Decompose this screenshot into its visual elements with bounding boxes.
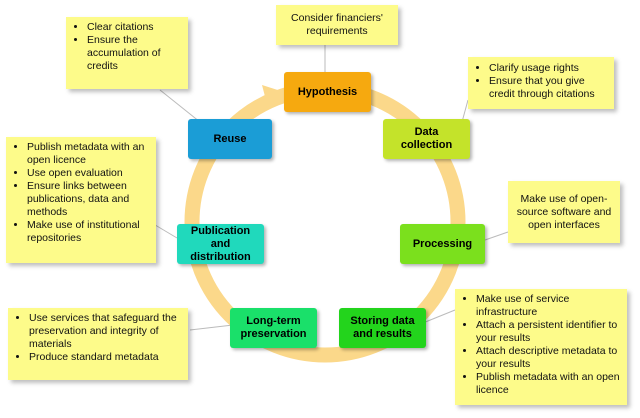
note-storing-item: Publish metadata with an open licence xyxy=(476,371,621,397)
stage-processing: Processing xyxy=(400,224,485,264)
leader-line-data-collection xyxy=(461,99,469,123)
note-processing: Make use of open-source software and ope… xyxy=(508,181,620,243)
stage-long-term-preservation: Long-term preservation xyxy=(230,308,317,348)
stage-publication-distribution-label: Publication and distribution xyxy=(190,224,251,263)
stage-reuse: Reuse xyxy=(188,119,272,159)
note-publication-item: Make use of institutional repositories xyxy=(27,219,150,245)
note-long-term: Use services that safeguard the preserva… xyxy=(8,308,188,380)
note-long-term-item: Produce standard metadata xyxy=(29,351,182,364)
note-hypothesis-text: Consider financiers' requirements xyxy=(291,12,383,37)
note-long-term-item: Use services that safeguard the preserva… xyxy=(29,312,182,351)
note-reuse-item: Ensure the accumulation of credits xyxy=(87,34,182,73)
stage-storing-data: Storing data and results xyxy=(339,308,426,348)
stage-publication-distribution: Publication and distribution xyxy=(177,224,264,264)
stage-data-collection-label: Data collection xyxy=(400,126,453,151)
stage-data-collection: Data collection xyxy=(383,119,470,159)
leader-line-long-term xyxy=(189,324,234,331)
note-storing-item: Attach a persistent identifier to your r… xyxy=(476,319,621,345)
note-data-collection-item: Ensure that you give credit through cita… xyxy=(489,75,608,101)
note-storing-item: Attach descriptive metadata to your resu… xyxy=(476,345,621,371)
note-data-collection-item: Clarify usage rights xyxy=(489,62,608,75)
note-storing-item: Make use of service infrastructure xyxy=(476,293,621,319)
note-reuse: Clear citations Ensure the accumulation … xyxy=(66,17,188,89)
stage-reuse-label: Reuse xyxy=(213,132,247,145)
stage-storing-data-label: Storing data and results xyxy=(350,315,415,340)
note-publication-item: Publish metadata with an open licence xyxy=(27,141,150,167)
note-hypothesis: Consider financiers' requirements xyxy=(276,5,398,45)
note-storing: Make use of service infrastructure Attac… xyxy=(455,289,627,405)
note-publication-item: Ensure links between publications, data … xyxy=(27,180,150,219)
stage-hypothesis: Hypothesis xyxy=(284,72,371,112)
note-processing-text: Make use of open-source software and ope… xyxy=(516,192,612,231)
stage-processing-label: Processing xyxy=(412,237,473,250)
note-publication-item: Use open evaluation xyxy=(27,167,150,180)
note-publication: Publish metadata with an open licence Us… xyxy=(6,137,156,263)
leader-line-processing xyxy=(484,231,509,241)
stage-long-term-preservation-label: Long-term preservation xyxy=(240,315,307,340)
cycle-arrowhead xyxy=(262,85,284,108)
note-reuse-item: Clear citations xyxy=(87,21,182,34)
stage-hypothesis-label: Hypothesis xyxy=(297,85,358,98)
leader-line-reuse xyxy=(159,89,201,123)
note-data-collection: Clarify usage rights Ensure that you giv… xyxy=(468,57,614,109)
